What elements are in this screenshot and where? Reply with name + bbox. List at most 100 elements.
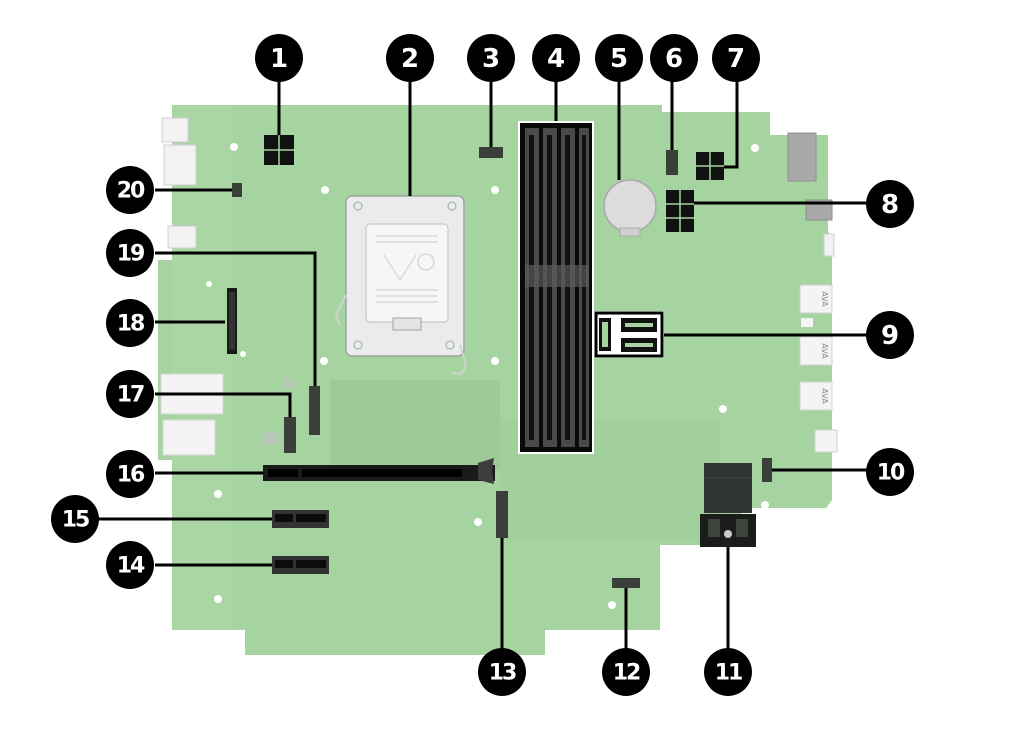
board-pad <box>262 433 280 445</box>
m2-slot-19 <box>309 386 320 435</box>
callout-6: 6 <box>650 34 698 82</box>
callout-number: 12 <box>613 661 640 686</box>
pcie-x1-slot-15 <box>272 510 329 528</box>
mounting-hole <box>321 186 329 194</box>
pcie-x1-slot-14 <box>272 556 329 574</box>
callout-number: 3 <box>482 44 500 74</box>
header-connector-6 <box>666 150 678 175</box>
mounting-hole <box>206 281 212 287</box>
callout-number: 8 <box>881 190 899 220</box>
callout-number: 11 <box>715 661 742 686</box>
board-shade <box>330 380 500 470</box>
power-connector-4pin-2 <box>696 152 724 180</box>
callout-1: 1 <box>255 34 303 82</box>
callout-10: 10 <box>866 448 914 496</box>
mounting-hole <box>491 357 499 365</box>
callout-number: 15 <box>62 508 89 533</box>
mounting-hole <box>214 490 222 498</box>
callout-number: 6 <box>665 44 683 74</box>
callout-9: 9 <box>866 311 914 359</box>
header-connector-3 <box>479 147 503 158</box>
rtc-battery <box>603 179 657 237</box>
power-connector-6pin <box>666 190 694 232</box>
callout-13: 13 <box>478 648 526 696</box>
callout-number: 16 <box>117 463 145 488</box>
mounting-hole <box>751 144 759 152</box>
callout-8: 8 <box>866 180 914 228</box>
dimm-slot <box>543 128 557 447</box>
callout-number: 7 <box>727 44 745 74</box>
header-connector-10 <box>762 458 772 482</box>
callout-number: 19 <box>117 242 144 267</box>
mounting-holes <box>206 143 769 609</box>
callout-number: 14 <box>117 554 145 579</box>
callout-number: 13 <box>489 661 516 686</box>
memory-slots <box>518 121 594 454</box>
rear-io-right: AVA AVA AVA <box>787 132 838 453</box>
mounting-hole <box>214 595 222 603</box>
callout-19: 19 <box>106 229 154 277</box>
usb-c-port <box>814 429 838 453</box>
pcie-connector-18 <box>227 288 237 354</box>
motherboard: AVA AVA AVA <box>158 105 838 655</box>
mounting-hole <box>719 405 727 413</box>
sata-connectors <box>594 311 664 358</box>
callout-4: 4 <box>532 34 580 82</box>
callout-number: 4 <box>547 44 565 74</box>
callouts: 1 2 3 4 5 6 7 8 9 10 11 12 13 14 15 16 1… <box>51 34 914 696</box>
callout-16: 16 <box>106 450 154 498</box>
front-port-block <box>805 199 833 221</box>
callout-3: 3 <box>467 34 515 82</box>
callout-14: 14 <box>106 541 154 589</box>
callout-number: 18 <box>117 312 144 337</box>
mounting-hole <box>474 518 482 526</box>
usb-label: AVA <box>820 291 829 307</box>
leader-line-17 <box>155 392 292 417</box>
led-window <box>801 318 813 327</box>
dimm-slot <box>561 128 575 447</box>
usb-label: AVA <box>820 388 829 404</box>
callout-18: 18 <box>106 299 154 347</box>
callout-number: 9 <box>881 321 899 351</box>
dimm-slot <box>525 128 539 447</box>
m2-slot-13 <box>496 491 508 538</box>
mounting-hole <box>608 601 616 609</box>
callout-7: 7 <box>712 34 760 82</box>
pcie-x16-slot <box>263 458 495 484</box>
callout-15: 15 <box>51 495 99 543</box>
callout-11: 11 <box>704 648 752 696</box>
leader-lines <box>95 78 870 660</box>
callout-number: 1 <box>270 44 288 74</box>
displayport-port <box>163 144 197 186</box>
mounting-hole <box>240 351 246 357</box>
usb-port-stack <box>162 419 216 456</box>
callout-12: 12 <box>602 648 650 696</box>
dimm-slot <box>579 128 589 447</box>
callout-20: 20 <box>106 166 154 214</box>
usb-c-front-port <box>823 233 835 257</box>
cpu-socket <box>334 195 468 375</box>
callout-number: 10 <box>877 461 905 486</box>
board-pad <box>284 378 294 388</box>
usb-label: AVA <box>820 343 829 359</box>
leader-line-19 <box>155 251 317 386</box>
usb-c-port <box>167 225 197 249</box>
usb-a-port: AVA <box>799 336 833 366</box>
usb-a-port: AVA <box>799 381 833 411</box>
leader-line-7 <box>724 78 739 169</box>
callout-17: 17 <box>106 370 154 418</box>
callout-2: 2 <box>386 34 434 82</box>
power-connector-4pin <box>264 135 294 165</box>
header-connector-12 <box>612 578 640 588</box>
callout-number: 2 <box>401 44 419 74</box>
m2-slot-11 <box>700 463 756 547</box>
mounting-hole <box>491 186 499 194</box>
callout-5: 5 <box>595 34 643 82</box>
front-audio-block <box>787 132 817 182</box>
usb-a-port: AVA <box>799 284 833 314</box>
audio-port <box>161 117 189 143</box>
m2-slot-17 <box>284 417 296 453</box>
board-shade <box>172 105 232 630</box>
header-connector-20 <box>232 183 242 197</box>
